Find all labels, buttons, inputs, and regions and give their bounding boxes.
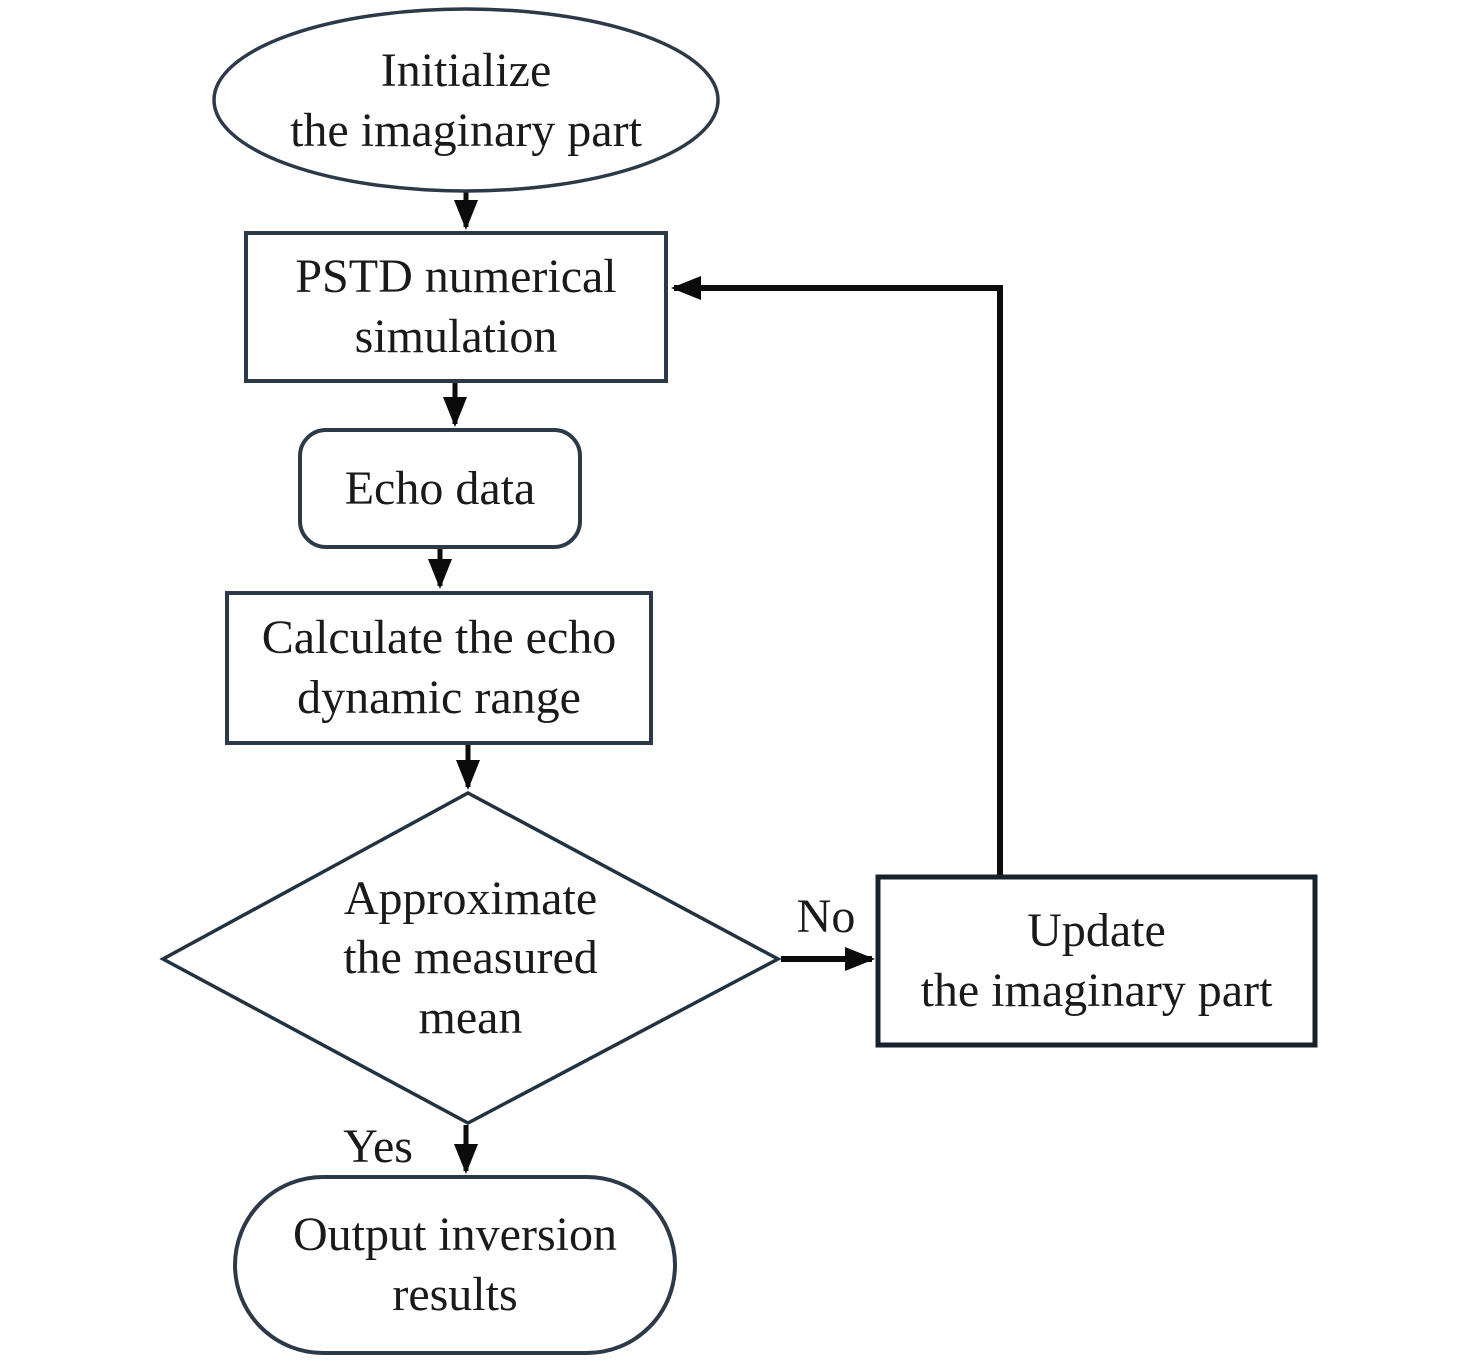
output-stadium [233,1175,677,1355]
pstd-box [244,231,668,383]
update-box [875,874,1318,1048]
calc-box [225,591,653,745]
echo-data-box [298,428,582,549]
arrow-update-feedback-to-pstd [671,276,1003,875]
decision-diamond [159,791,782,1125]
start-ellipse [212,7,720,193]
